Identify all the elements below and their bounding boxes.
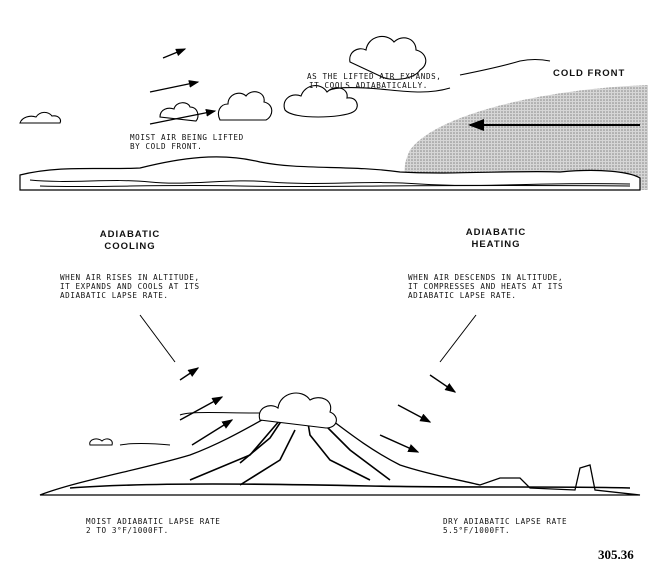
descending-air-arrow <box>397 404 432 423</box>
cooling-description-line: ADIABATIC LAPSE RATE. <box>60 291 169 300</box>
heating-title-line: ADIABATIC <box>465 227 527 238</box>
descending-air-arrow <box>379 434 420 453</box>
cloud-label-line: IT COOLS ADIABATICALLY. <box>309 81 428 90</box>
wind-arrow <box>149 80 200 93</box>
cloud-label-line: AS THE LIFTED AIR EXPANDS, <box>307 72 442 81</box>
cooling-description-line: IT EXPANDS AND COOLS AT ITS <box>60 282 200 291</box>
heating-title-line: HEATING <box>471 239 521 250</box>
heating-description-line: WHEN AIR DESCENDS IN ALTITUDE, <box>408 273 564 282</box>
figure-number: 305.36 <box>598 547 634 562</box>
cloud-label: AS THE LIFTED AIR EXPANDS,IT COOLS ADIAB… <box>307 72 441 90</box>
heating-description-line: ADIABATIC LAPSE RATE. <box>408 291 517 300</box>
heating-description-line: IT COMPRESSES AND HEATS AT ITS <box>408 282 564 291</box>
rising-air-arrow <box>191 419 234 446</box>
cooling-description-line: WHEN AIR RISES IN ALTITUDE, <box>60 273 200 282</box>
moist-air-label-line: BY COLD FRONT. <box>130 142 203 151</box>
cooling-title-line: COOLING <box>104 241 156 252</box>
mountain <box>39 401 641 496</box>
cooling-title-line: ADIABATIC <box>99 229 161 240</box>
mountain-cloud <box>258 392 337 429</box>
cold-air-mass <box>404 85 648 190</box>
rising-air-arrow <box>179 367 200 381</box>
cooling-description: WHEN AIR RISES IN ALTITUDE,IT EXPANDS AN… <box>60 273 200 300</box>
top-clouds <box>19 35 551 124</box>
moist-air-label-line: MOIST AIR BEING LIFTED <box>130 133 244 142</box>
rising-air-arrow <box>179 396 224 421</box>
wind-arrow <box>162 48 187 59</box>
moist-lapse-rate-line: MOIST ADIABATIC LAPSE RATE <box>86 517 221 526</box>
dry-lapse-rate-line: DRY ADIABATIC LAPSE RATE <box>443 517 568 526</box>
descending-air-arrow <box>429 374 457 393</box>
moist-lapse-rate-line: 2 TO 3°F/1000FT. <box>86 526 169 535</box>
wind-arrow <box>149 108 217 125</box>
dry-lapse-rate-line: 5.5°F/1000FT. <box>443 526 511 535</box>
cold-front-label: COLD FRONT <box>553 68 626 79</box>
top-ground <box>19 156 641 191</box>
heating-description: WHEN AIR DESCENDS IN ALTITUDE,IT COMPRES… <box>408 273 563 300</box>
